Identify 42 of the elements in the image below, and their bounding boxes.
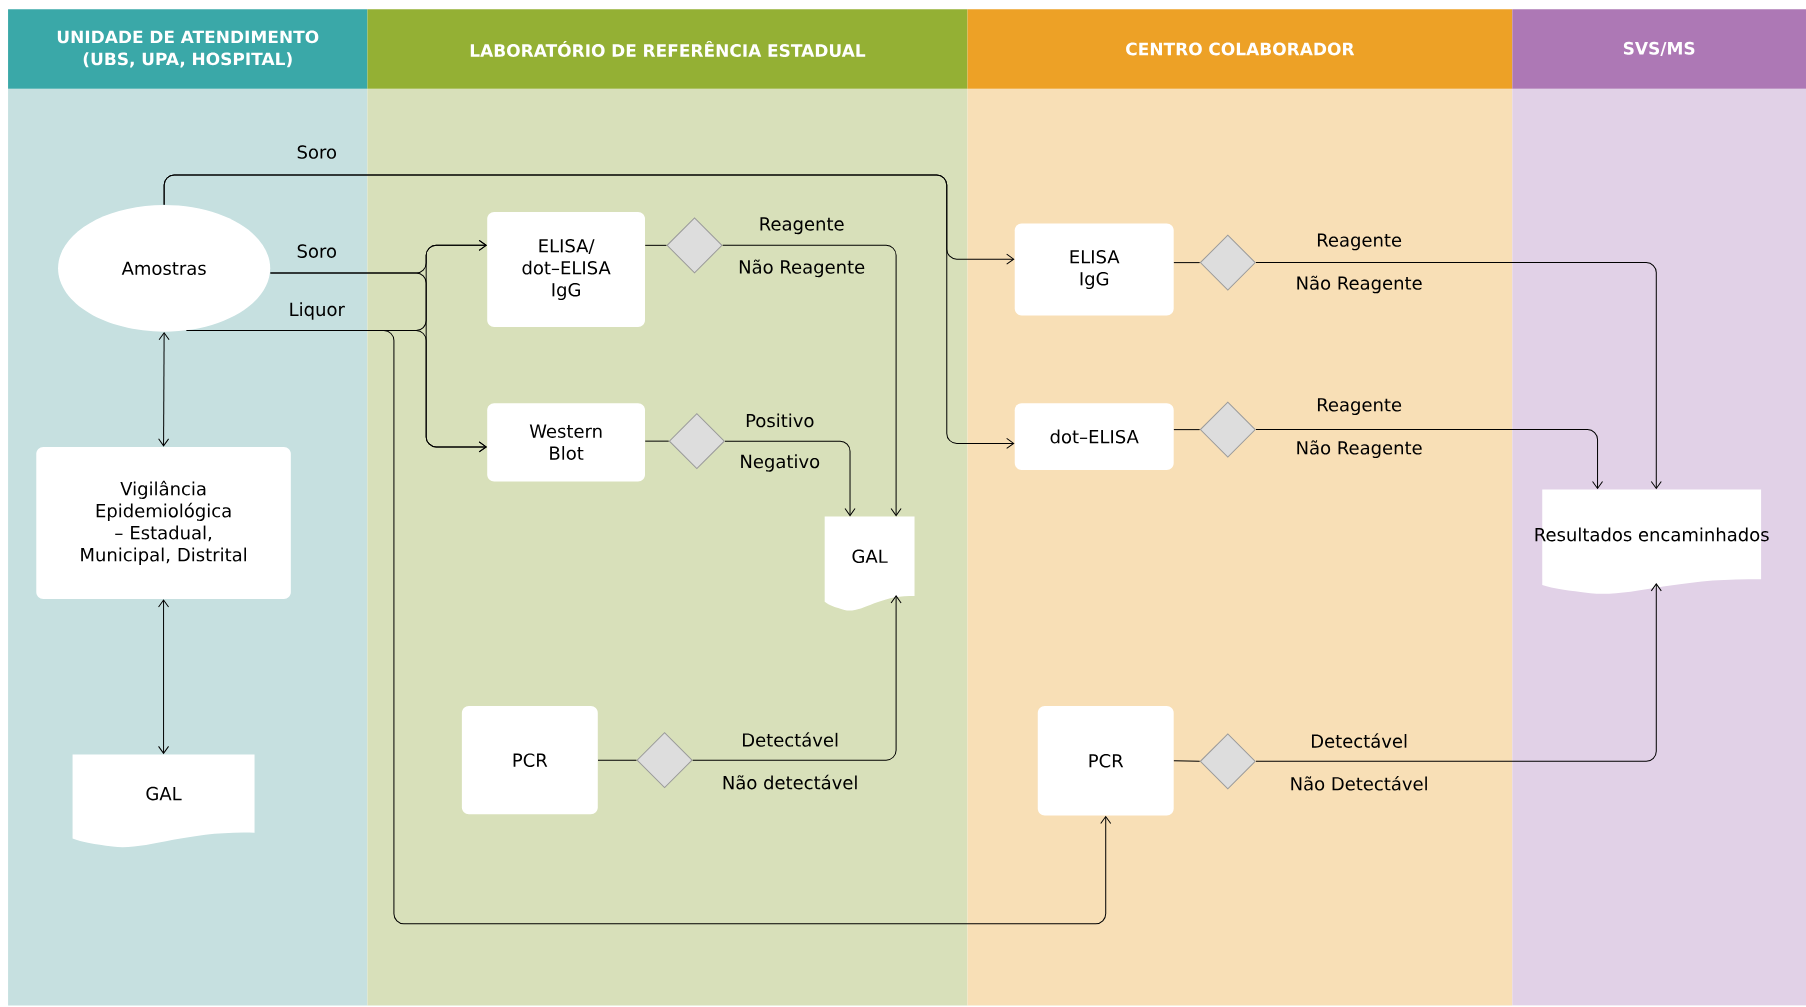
process-box: Western Blot — [487, 403, 645, 482]
process-box: dot–ELISA — [1014, 403, 1174, 471]
arrow — [724, 440, 856, 517]
branch-label: Não Reagente — [1297, 440, 1422, 459]
edge-label: Soro — [297, 244, 336, 259]
edge-label: Reagente — [760, 217, 844, 235]
edge-label: Soro — [297, 145, 336, 159]
process-box: ELISA IgG — [1014, 223, 1174, 316]
decision-diamond — [668, 413, 725, 470]
edge-label: Positivo — [746, 413, 814, 428]
edge-label: Reagente — [1317, 233, 1402, 251]
arrow — [158, 332, 170, 447]
arrow — [722, 245, 902, 517]
branch-label: Não Detectável — [1291, 776, 1427, 791]
edge-label: Detectável — [1312, 733, 1407, 749]
branch-label: Negativo — [741, 454, 820, 472]
decision-diamond — [1199, 733, 1256, 790]
decision-diamond — [636, 732, 693, 789]
decision-diamond — [1199, 234, 1256, 291]
edge-label: Liquor — [290, 302, 345, 320]
decision-diamond — [666, 217, 723, 274]
arrow — [692, 595, 902, 761]
arrow — [158, 599, 170, 755]
node-label: UNIDADE DE ATENDIMENTO (UBS, UPA, HOSPITAL) — [57, 30, 319, 68]
process-box: PCR — [461, 706, 598, 815]
edge-label: Reagente — [1317, 398, 1402, 416]
arrow — [1255, 583, 1662, 762]
branch-label: Não Reagente — [1297, 275, 1422, 294]
process-box: ELISA/ dot–ELISA IgG — [487, 212, 645, 328]
process-box: PCR — [1037, 706, 1174, 816]
node-label: CENTRO COLABORADOR — [1126, 42, 1355, 56]
branch-label: Não detectável — [723, 774, 857, 790]
arrow — [163, 174, 1015, 450]
process-box: Vigilância Epidemiológica – Estadual, Municipal, Distrital — [36, 447, 291, 600]
edge-label: Detectável — [743, 732, 838, 747]
decision-diamond — [1199, 401, 1256, 458]
arrow — [186, 330, 1112, 925]
arrow — [1255, 429, 1604, 490]
branch-label: Não Reagente — [739, 259, 865, 278]
node-label: LABORATÓRIO DE REFERÊNCIA ESTADUAL — [470, 41, 866, 58]
arrow — [1255, 262, 1662, 490]
node-label: SVS/MS — [1623, 42, 1695, 57]
